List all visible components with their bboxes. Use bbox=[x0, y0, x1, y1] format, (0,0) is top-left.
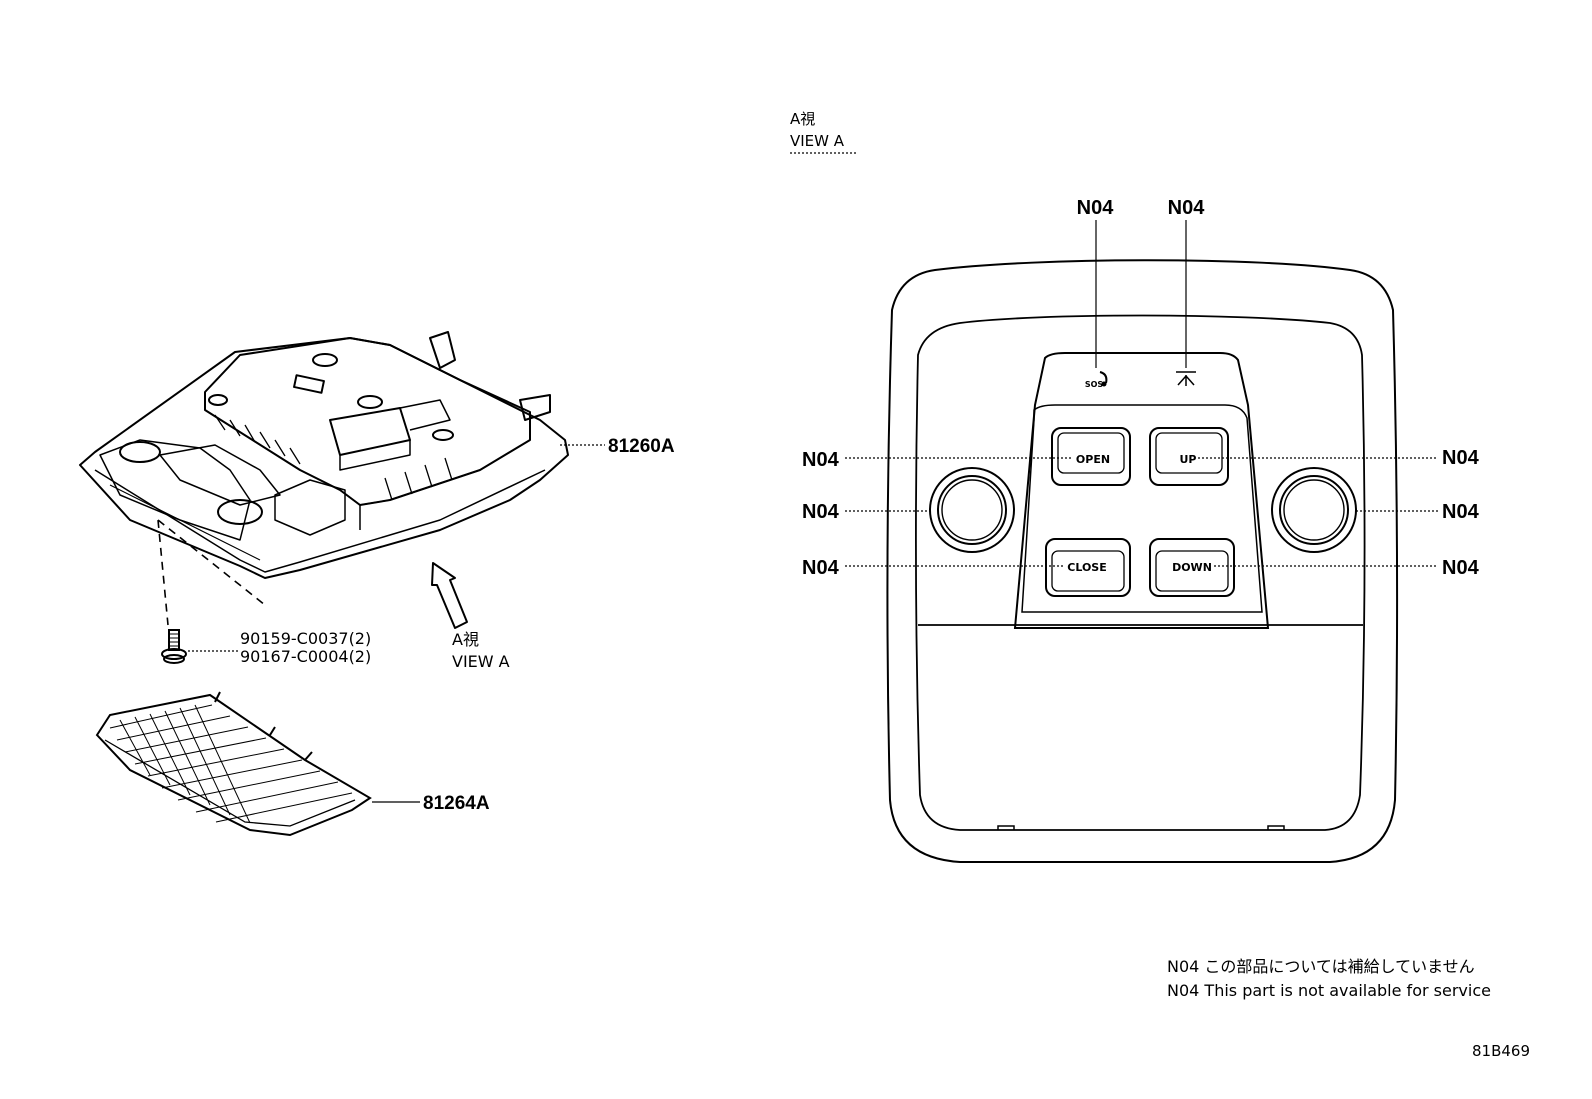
view-a-header-kanji: A視 bbox=[790, 110, 815, 128]
close-button-label: CLOSE bbox=[1067, 561, 1106, 574]
sos-label: SOS bbox=[1085, 380, 1104, 389]
note-japanese: N04 この部品については補給していません bbox=[1167, 957, 1475, 976]
open-button: OPEN bbox=[1051, 427, 1131, 486]
console-part-number: 81260A bbox=[608, 436, 675, 457]
view-a-arrow-english: VIEW A bbox=[452, 652, 510, 671]
screw-part-number-1: 90159-C0037(2) bbox=[240, 629, 371, 648]
up-button: UP bbox=[1149, 427, 1229, 486]
console-assembly-drawing bbox=[79, 331, 569, 626]
up-button-label: UP bbox=[1180, 453, 1197, 466]
left-lamp-callout: N04 bbox=[802, 501, 840, 523]
right-lamp-callout: N04 bbox=[1442, 501, 1480, 523]
sos-switch-callout: N04 bbox=[1077, 197, 1115, 219]
close-button-callout: N04 bbox=[802, 557, 840, 579]
grille-drawing bbox=[95, 691, 372, 837]
sos-switch: SOS bbox=[1085, 371, 1108, 389]
view-a-arrow-icon bbox=[431, 562, 468, 629]
open-button-callout: N04 bbox=[802, 449, 840, 471]
view-a-arrow-kanji: A視 bbox=[452, 630, 479, 649]
note-english: N04 This part is not available for servi… bbox=[1167, 981, 1491, 1000]
screw-drawing bbox=[161, 629, 187, 664]
map-light-icon bbox=[1176, 371, 1196, 386]
open-button-label: OPEN bbox=[1076, 453, 1110, 466]
console-front-view bbox=[886, 259, 1399, 863]
down-button-label: DOWN bbox=[1172, 561, 1212, 574]
down-button-callout: N04 bbox=[1442, 557, 1480, 579]
screw-part-number-2: 90167-C0004(2) bbox=[240, 647, 371, 666]
down-button: DOWN bbox=[1149, 538, 1235, 597]
grille-part-number: 81264A bbox=[423, 793, 490, 814]
up-button-callout: N04 bbox=[1442, 447, 1480, 469]
view-a-header-english: VIEW A bbox=[790, 132, 845, 150]
close-button: CLOSE bbox=[1045, 538, 1131, 597]
figure-id: 81B469 bbox=[1472, 1042, 1530, 1060]
light-switch-callout: N04 bbox=[1168, 197, 1206, 219]
sos-phone-icon bbox=[1099, 371, 1108, 384]
